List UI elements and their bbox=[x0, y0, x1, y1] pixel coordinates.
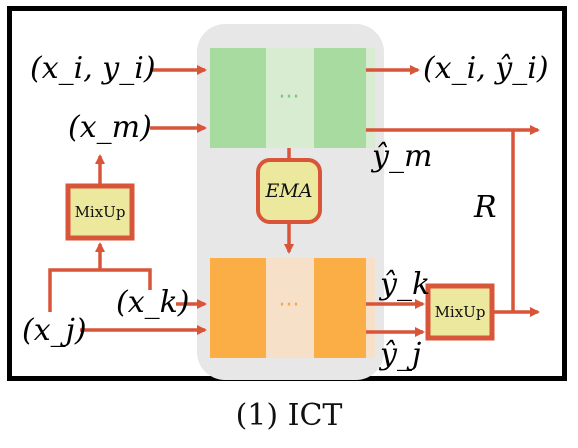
teacher-layer-1 bbox=[210, 258, 266, 358]
ema-label: EMA bbox=[264, 180, 312, 202]
student-layer-1 bbox=[210, 48, 266, 148]
input-mixed: (x_m) bbox=[68, 110, 152, 145]
output-y-k: ŷ_k bbox=[380, 267, 431, 302]
output-y-m: ŷ_m bbox=[372, 139, 433, 174]
mixup-box-left bbox=[65, 183, 135, 241]
student-layer-2 bbox=[314, 48, 366, 148]
output-student-pred: (x_i, ŷ_i) bbox=[423, 51, 549, 86]
student-dots: ··· bbox=[279, 85, 300, 110]
figure-caption: (1) ICT bbox=[235, 398, 343, 433]
mixup-box-right bbox=[425, 283, 495, 341]
output-y-j: ŷ_j bbox=[380, 337, 422, 372]
input-unlabeled-j: (x_j) bbox=[22, 313, 87, 348]
teacher-dots: ··· bbox=[279, 293, 300, 318]
mixup-left-label: MixUp bbox=[74, 203, 126, 221]
mixup-right-label: MixUp bbox=[434, 303, 486, 321]
loss-label: R bbox=[474, 190, 497, 225]
teacher-layer-2 bbox=[314, 258, 366, 358]
input-unlabeled-k: (x_k) bbox=[116, 285, 190, 320]
input-labeled: (x_i, y_i) bbox=[30, 51, 156, 86]
